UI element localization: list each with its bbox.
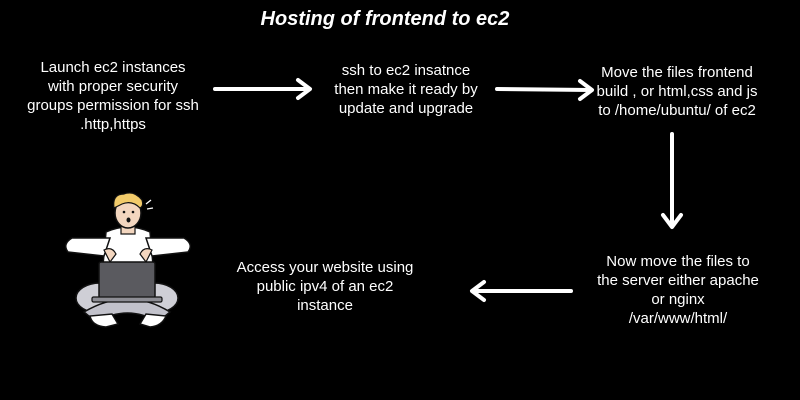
person-with-laptop-illustration xyxy=(65,192,191,328)
step-launch-ec2: Launch ec2 instances with proper securit… xyxy=(2,58,224,134)
diagram-title: Hosting of frontend to ec2 xyxy=(260,8,510,30)
step-text-line: groups permission for ssh xyxy=(27,97,199,114)
step-text-line: with proper security xyxy=(47,78,179,95)
step-text-line: Move the files frontend xyxy=(601,64,753,81)
step-text-line: /var/www/html/ xyxy=(628,310,728,327)
step-move-files: Move the files frontend build , or html,… xyxy=(582,63,772,120)
step-text-line: Launch ec2 instances xyxy=(40,59,186,76)
step-text-line: Access your website using xyxy=(236,259,414,276)
step-move-to-server: Now move the files to the server either … xyxy=(568,252,788,328)
step-text-line: instance xyxy=(297,297,353,314)
arrow-down-icon xyxy=(661,132,683,229)
step-text-line: .http,https xyxy=(80,116,146,133)
step-access-website: Access your website using public ipv4 of… xyxy=(212,258,438,315)
step-text-line: or nginx xyxy=(651,291,705,308)
step-text-line: public ipv4 of an ec2 xyxy=(256,278,394,295)
arrow-right-icon xyxy=(495,79,594,101)
arrow-left-icon xyxy=(470,280,573,302)
step-text-line: ssh to ec2 insatnce xyxy=(341,62,471,79)
step-ssh-update: ssh to ec2 insatnce then make it ready b… xyxy=(314,61,498,118)
step-text-line: then make it ready by xyxy=(334,81,478,98)
arrow-right-icon xyxy=(213,78,312,100)
step-text-line: update and upgrade xyxy=(338,100,474,117)
step-text-line: to /home/ubuntu/ of ec2 xyxy=(598,102,756,119)
step-text-line: build , or html,css and js xyxy=(596,83,758,100)
step-text-line: Now move the files to xyxy=(606,253,750,270)
step-text-line: the server either apache xyxy=(597,272,759,289)
